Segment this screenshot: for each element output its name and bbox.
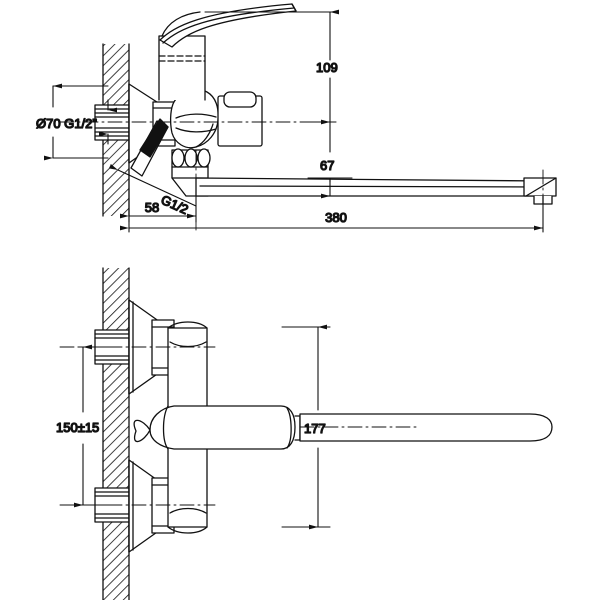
inlet-nipple-side	[94, 104, 130, 141]
dim-58	[120, 167, 197, 223]
dim-label-67: 67	[320, 158, 334, 173]
dim-label-109: 109	[316, 60, 338, 75]
dim-label-177: 177	[304, 421, 326, 436]
lever-handle-side	[159, 3, 297, 48]
handle-bar-front	[299, 413, 553, 442]
dim-177	[281, 324, 331, 530]
dim-150pm15	[74, 344, 109, 508]
dim-67	[307, 121, 353, 199]
front-elevation-view: 150±15 177	[55, 267, 553, 600]
dim-dia70	[44, 83, 117, 161]
spout-arm-side	[195, 177, 545, 197]
dim-109	[204, 9, 339, 125]
spout-tip-side	[523, 177, 557, 205]
dim-380	[120, 203, 544, 233]
dim-label-58: 58	[145, 200, 159, 215]
cartridge-column-side	[158, 11, 206, 101]
dim-label-380: 380	[325, 210, 347, 225]
dim-label-dia70: Ø70 G1/2"	[36, 116, 97, 131]
lever-handle-front	[133, 405, 301, 450]
outlet-boss-side	[217, 91, 263, 147]
dim-label-150pm15: 150±15	[56, 420, 99, 435]
dim-g12-leader	[108, 164, 197, 207]
side-elevation-view: Ø70 G1/2" G1/2 58 109 67	[35, 3, 557, 233]
inlet-thread-wedge	[130, 118, 169, 177]
wall-section-front	[102, 267, 130, 600]
